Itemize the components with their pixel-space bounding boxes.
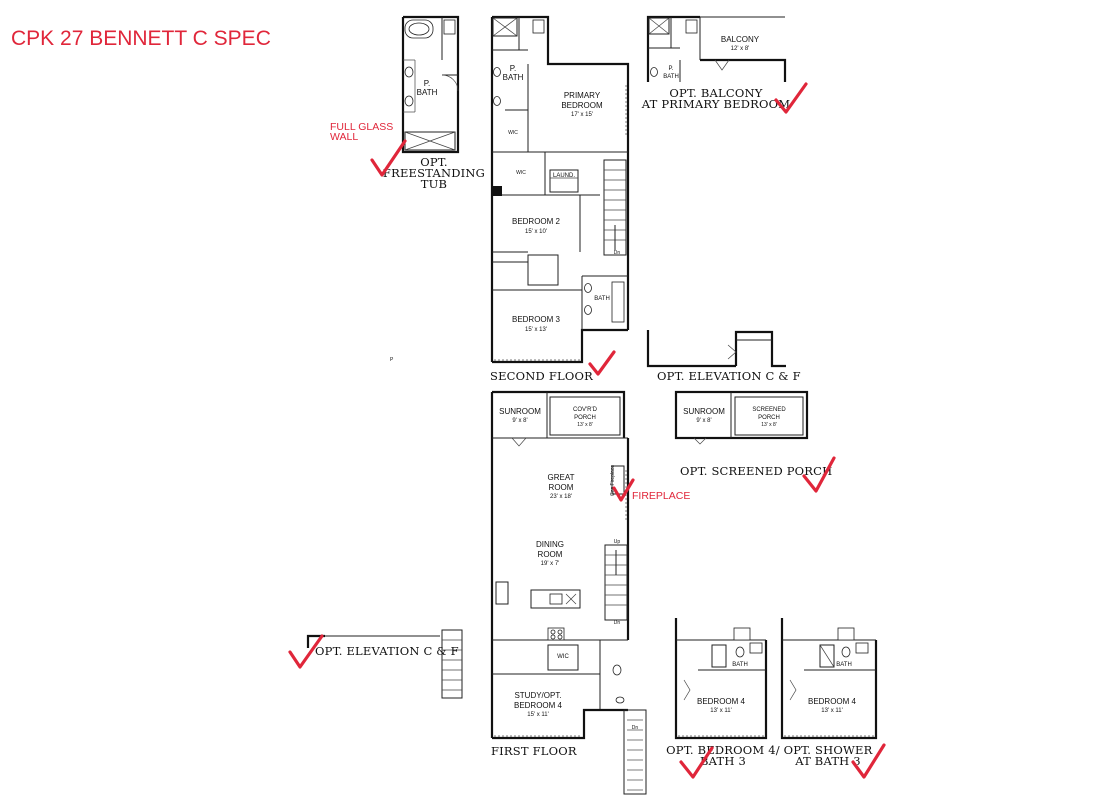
p-bath-label-line1: P. xyxy=(424,79,431,88)
study-line1: STUDY/OPT. xyxy=(514,691,561,700)
opt-screened-porch-plan xyxy=(674,390,809,445)
up-label: Up xyxy=(614,539,621,545)
red-check-icon xyxy=(588,350,616,376)
opt-balcony-plan xyxy=(646,15,787,82)
opt-freestanding-tub-plan xyxy=(401,15,460,154)
p-bath-second-line1: P. xyxy=(510,64,517,73)
screened-porch-dim: 13' x 8' xyxy=(761,422,777,428)
laund-label: LAUND. xyxy=(553,173,575,179)
wic-first-label: WIC xyxy=(557,654,569,660)
sunroom-opt-dim: 9' x 8' xyxy=(696,418,711,424)
dn-first-label: Dn xyxy=(614,620,621,626)
opt-bedroom4-bath3-plan xyxy=(674,618,768,740)
sheet-title: CPK 27 BENNETT C SPEC xyxy=(11,27,271,50)
dining-room-dim: 19' x 7' xyxy=(541,561,560,567)
red-check-icon xyxy=(679,746,714,779)
p-bath-second-line2: BATH xyxy=(503,73,524,82)
primary-bedroom-line1: PRIMARY xyxy=(564,91,601,100)
dining-room-line2: ROOM xyxy=(538,550,563,559)
caption-shower-line1: OPT. SHOWER xyxy=(784,743,873,757)
red-check-icon xyxy=(612,478,635,502)
caption-freestanding-line1: OPT. xyxy=(420,155,448,169)
caption-elevation-lower: OPT. ELEVATION C & F xyxy=(315,644,459,658)
bath-second-label: BATH xyxy=(594,296,610,302)
bedroom4-a-label: BEDROOM 4 xyxy=(697,697,746,706)
p-bath-label-line2: BATH xyxy=(417,88,438,97)
opt-shower-bath3-plan xyxy=(780,618,878,740)
red-check-icon xyxy=(802,456,836,493)
balcony-label: BALCONY xyxy=(721,35,760,44)
great-room-line2: ROOM xyxy=(549,483,574,492)
primary-bedroom-line2: BEDROOM xyxy=(561,101,603,110)
screened-porch-line1: SCREENED xyxy=(752,407,786,413)
primary-bedroom-dim: 17' x 15' xyxy=(571,112,593,118)
study-dim: 15' x 11' xyxy=(527,712,549,718)
great-room-line1: GREAT xyxy=(548,473,575,482)
wic-mid-label: WIC xyxy=(516,170,526,176)
bedroom4-b-dim: 13' x 11' xyxy=(821,708,843,714)
red-check-icon xyxy=(851,743,886,779)
bath-a-label: BATH xyxy=(732,662,748,668)
p-bath-balcony-line1: P. xyxy=(669,66,674,72)
caption-first-floor: FIRST FLOOR xyxy=(491,744,577,758)
caption-elevation-upper: OPT. ELEVATION C & F xyxy=(657,369,801,383)
wic-upper-label: WIC xyxy=(508,130,518,136)
dining-room-line1: DINING xyxy=(536,540,564,549)
covd-porch-line2: PORCH xyxy=(574,415,596,421)
first-floor-plan xyxy=(490,390,647,795)
bedroom3-dim: 15' x 13' xyxy=(525,327,547,333)
caption-freestanding-line2: FREESTANDING xyxy=(383,166,485,180)
sunroom-label: SUNROOM xyxy=(499,407,541,416)
bedroom4-b-label: BEDROOM 4 xyxy=(808,697,857,706)
full-glass-wall-note-line2: WALL xyxy=(330,131,358,143)
full-glass-wall-note-line1: FULL GLASS xyxy=(330,121,393,133)
red-check-icon xyxy=(288,634,324,669)
screened-porch-line2: PORCH xyxy=(758,415,780,421)
study-line2: BEDROOM 4 xyxy=(514,701,563,710)
fireplace-note: FIREPLACE xyxy=(632,490,690,502)
stray-p-mark: P xyxy=(390,357,394,363)
opt-elevation-lower-plan xyxy=(306,629,463,699)
gas-fireplace-label: Gas Fireplace xyxy=(610,465,616,496)
caption-freestanding-line3: TUB xyxy=(421,177,447,191)
caption-bedroom4-line2: BATH 3 xyxy=(700,754,746,768)
caption-screened-porch: OPT. SCREENED PORCH xyxy=(680,464,832,478)
bedroom4-a-dim: 13' x 11' xyxy=(710,708,732,714)
caption-balcony-line1: OPT. BALCONY xyxy=(669,86,762,100)
sunroom-opt-label: SUNROOM xyxy=(683,407,725,416)
p-bath-balcony-line2: BATH xyxy=(663,74,679,80)
balcony-dim: 12' x 8' xyxy=(731,46,750,52)
caption-bedroom4-line1: OPT. BEDROOM 4/ xyxy=(666,743,780,757)
dn-stair-label: Dn xyxy=(632,725,639,731)
covd-porch-dim: 13' x 8' xyxy=(577,422,593,428)
caption-second-floor: SECOND FLOOR xyxy=(490,369,593,383)
bedroom2-dim: 15' x 10' xyxy=(525,229,547,235)
sunroom-dim: 9' x 8' xyxy=(512,418,527,424)
caption-balcony-line2: AT PRIMARY BEDROOM xyxy=(641,97,791,111)
caption-shower-line2: AT BATH 3 xyxy=(794,754,861,768)
bath-b-label: BATH xyxy=(836,662,852,668)
red-check-icon xyxy=(370,139,407,177)
bedroom2-label: BEDROOM 2 xyxy=(512,217,561,226)
red-check-icon xyxy=(774,82,808,114)
opt-elevation-upper-plan xyxy=(646,330,786,368)
great-room-dim: 23' x 18' xyxy=(550,494,572,500)
bedroom3-label: BEDROOM 3 xyxy=(512,315,561,324)
dn-label-second: Dn xyxy=(614,250,621,256)
covd-porch-line1: COV'R'D xyxy=(573,407,598,413)
second-floor-plan xyxy=(490,15,630,364)
